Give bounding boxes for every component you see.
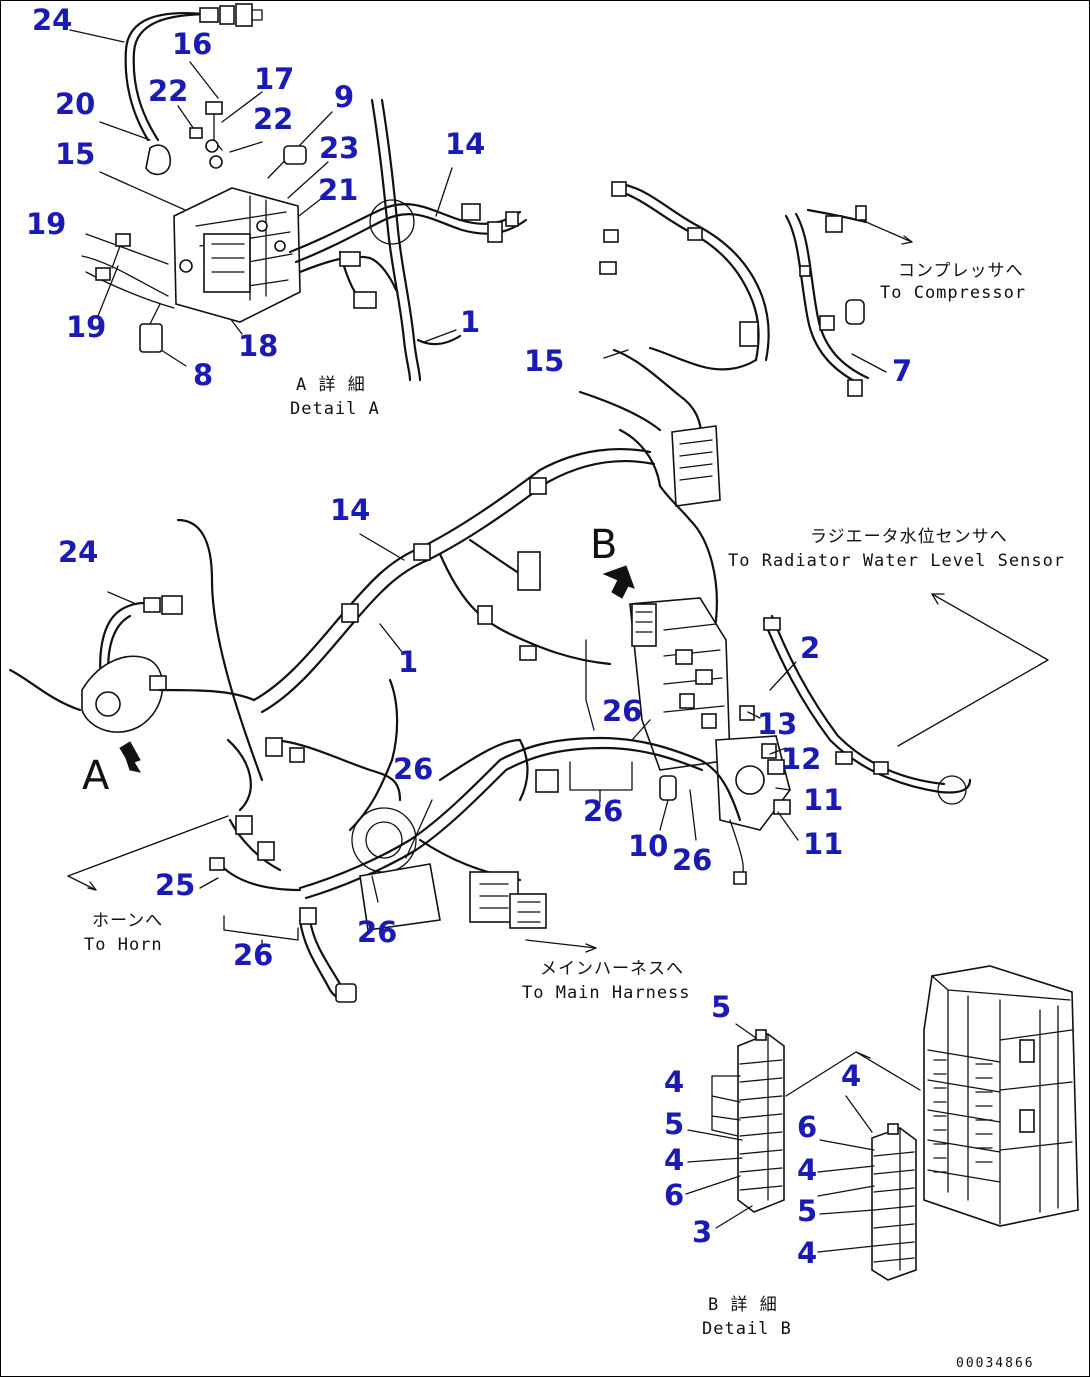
callout-23: 23	[319, 131, 360, 165]
callout-3: 3	[692, 1215, 713, 1249]
callout-6: 6	[797, 1110, 818, 1144]
radiator-note-en: To Radiator Water Level Sensor	[728, 551, 1066, 571]
callout-11: 11	[803, 827, 844, 861]
detail-b-caption-en: Detail B	[702, 1319, 792, 1339]
callout-7: 7	[892, 354, 913, 388]
callout-5: 5	[664, 1107, 685, 1141]
callout-6: 6	[664, 1178, 685, 1212]
detail-a-drawing	[69, 3, 528, 382]
drawing-number: 00034866	[956, 1356, 1035, 1371]
callout-1: 1	[460, 305, 481, 339]
detail-a-caption-jp: A 詳 細	[296, 375, 366, 395]
callout-14: 14	[330, 493, 371, 527]
callout-22: 22	[253, 102, 294, 136]
view-letter-a: A	[82, 753, 110, 799]
callout-2: 2	[800, 631, 821, 665]
callout-26: 26	[357, 915, 398, 949]
callout-19: 19	[26, 207, 67, 241]
horn-note-en: To Horn	[84, 935, 163, 955]
callout-10: 10	[628, 829, 669, 863]
callout-13: 13	[757, 707, 798, 741]
callout-15: 15	[55, 137, 96, 171]
callout-18: 18	[238, 329, 279, 363]
callout-22: 22	[148, 74, 189, 108]
callout-5: 5	[797, 1194, 818, 1228]
callout-26: 26	[602, 694, 643, 728]
detail-b-drawing	[685, 965, 1079, 1281]
callout-25: 25	[155, 868, 196, 902]
radiator-note-jp: ラジエータ水位センサへ	[810, 527, 1008, 547]
detail-a-caption-en: Detail A	[290, 399, 380, 419]
callout-24: 24	[32, 3, 73, 37]
callout-24: 24	[58, 535, 99, 569]
callout-12: 12	[781, 742, 822, 776]
compressor-note-en: To Compressor	[880, 283, 1027, 303]
callout-8: 8	[193, 358, 214, 392]
callout-26: 26	[672, 843, 713, 877]
callout-4: 4	[664, 1143, 685, 1177]
callout-4: 4	[797, 1153, 818, 1187]
detail-b-caption-jp: B 詳 細	[708, 1295, 778, 1315]
callout-4: 4	[797, 1236, 818, 1270]
callout-15: 15	[524, 344, 565, 378]
callout-1: 1	[398, 645, 419, 679]
callout-26: 26	[583, 794, 624, 828]
callout-17: 17	[254, 62, 295, 96]
callout-20: 20	[55, 87, 96, 121]
main-harness-drawing	[8, 181, 1049, 1003]
callout-26: 26	[233, 938, 274, 972]
callout-9: 9	[334, 80, 355, 114]
main-harness-note-en: To Main Harness	[522, 983, 691, 1003]
horn-note-jp: ホーンへ	[92, 911, 164, 931]
callout-21: 21	[318, 173, 359, 207]
callout-16: 16	[172, 27, 213, 61]
callout-26: 26	[393, 752, 434, 786]
compressor-note-jp: コンプレッサへ	[898, 261, 1024, 281]
callout-4: 4	[664, 1065, 685, 1099]
callout-5: 5	[711, 990, 732, 1024]
callout-19: 19	[66, 310, 107, 344]
callout-11: 11	[803, 783, 844, 817]
callout-14: 14	[445, 127, 486, 161]
callout-4: 4	[841, 1059, 862, 1093]
view-letter-b: B	[590, 522, 618, 568]
main-harness-note-jp: メインハーネスへ	[540, 959, 684, 979]
